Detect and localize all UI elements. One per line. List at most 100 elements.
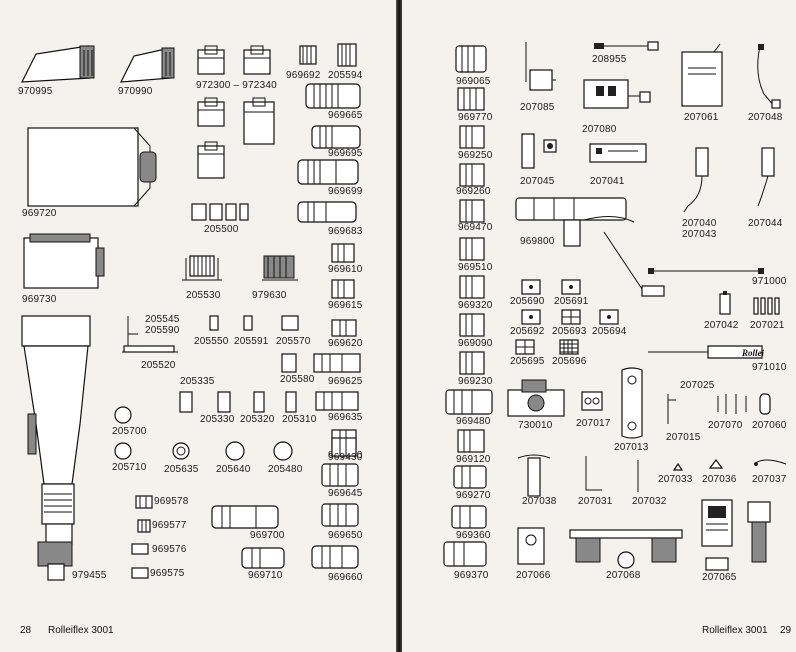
part-number: 207048 — [748, 112, 783, 123]
running-title: Rolleiflex 3001 — [702, 625, 768, 636]
part-number: 969730 — [22, 294, 57, 305]
battery-set-illustration — [752, 296, 786, 316]
part-number: 207031 — [578, 496, 613, 507]
part-number: 205310 — [282, 414, 317, 425]
part-number: 207015 — [666, 432, 701, 443]
cable-illustration — [752, 44, 782, 110]
lens-cap-illustration — [272, 440, 294, 462]
remote-illustration — [520, 132, 560, 172]
focusing-screen-illustration — [560, 308, 582, 326]
part-number: 969615 — [328, 300, 363, 311]
running-title: Rolleiflex 3001 — [48, 625, 114, 636]
extension-rings-illustration — [190, 202, 254, 222]
part-number: 969360 — [456, 530, 491, 541]
case-illustration — [196, 44, 226, 76]
part-number: 969578 — [154, 496, 189, 507]
adapter-ring-illustration — [284, 390, 298, 414]
part-number: 207013 — [614, 442, 649, 453]
part-number: 207045 — [520, 176, 555, 187]
extension-tube-illustration — [130, 542, 150, 556]
part-number: 969065 — [456, 76, 491, 87]
part-number: 969692 — [286, 70, 321, 81]
adapter-ring-illustration — [280, 314, 300, 332]
part-number: 969480 — [456, 416, 491, 427]
lens-cap-illustration — [170, 440, 192, 462]
lens-illustration — [458, 162, 486, 188]
lens-illustration — [458, 274, 486, 300]
part-number: 969610 — [328, 264, 363, 275]
part-number: 205691 — [554, 296, 589, 307]
right-page: 969065 969770 969250 969260 969470 96951… — [402, 0, 796, 652]
part-number: 205520 — [141, 360, 176, 371]
lens-illustration — [296, 200, 358, 224]
part-number: 969577 — [152, 520, 187, 531]
battery-pack-illustration — [704, 556, 730, 572]
part-number: 969700 — [250, 530, 285, 541]
strap-logo-text: Rollei — [741, 348, 764, 358]
extension-tube-illustration — [134, 494, 154, 510]
part-number: 970995 — [18, 86, 53, 97]
lens-illustration — [304, 82, 362, 110]
part-number: 969770 — [458, 112, 493, 123]
part-number: 205694 — [592, 326, 627, 337]
clip-illustration — [714, 392, 754, 416]
bellows-illustration — [180, 250, 224, 286]
part-number: 969260 — [456, 186, 491, 197]
lens-illustration — [296, 158, 360, 186]
part-number: 207080 — [582, 124, 617, 135]
part-number: 969120 — [456, 454, 491, 465]
focusing-screen-illustration — [514, 338, 536, 356]
part-number: 207037 — [752, 474, 787, 485]
lens-illustration — [458, 236, 486, 262]
lens-illustration — [458, 312, 486, 338]
focusing-screen-illustration — [598, 308, 620, 326]
part-number: 205320 — [240, 414, 275, 425]
lens-illustration — [458, 124, 486, 150]
part-number: 207061 — [684, 112, 719, 123]
part-number: 205480 — [268, 464, 303, 475]
part-number: 207017 — [576, 418, 611, 429]
case-illustration — [196, 96, 226, 128]
meter-illustration — [516, 526, 546, 566]
part-number-range: 972300 – 972340 — [196, 80, 277, 91]
lens-illustration — [458, 350, 486, 376]
lens-illustration — [442, 540, 488, 568]
part-number: 205500 — [204, 224, 239, 235]
part-number: 205590 — [145, 325, 180, 336]
rollei-strap-illustration: Rollei — [646, 344, 766, 360]
part-number: 207040 — [682, 218, 717, 229]
part-number: 205545 — [145, 314, 180, 325]
part-number: 205640 — [216, 464, 251, 475]
part-number: 205710 — [112, 462, 147, 473]
part-number: 969650 — [328, 530, 363, 541]
lens-illustration — [310, 124, 362, 150]
part-number: 205695 — [510, 356, 545, 367]
mirror-lens-illustration — [18, 314, 98, 582]
adapter-ring-illustration — [216, 390, 232, 414]
lens-illustration — [458, 198, 486, 224]
lens-illustration — [298, 44, 318, 66]
remote-cable-illustration — [752, 146, 782, 216]
winder-illustration — [742, 498, 776, 566]
lens-illustration — [330, 318, 358, 338]
rail-illustration — [120, 314, 180, 356]
part-number: 969645 — [328, 488, 363, 499]
remote-cable-illustration — [682, 146, 722, 216]
battery-illustration — [718, 290, 732, 316]
part-number: 979630 — [252, 290, 287, 301]
part-number: 205570 — [276, 336, 311, 347]
part-number: 969250 — [458, 150, 493, 161]
part-number: 205692 — [510, 326, 545, 337]
part-number: 969270 — [456, 490, 491, 501]
lens-illustration — [210, 504, 280, 530]
part-number: 969660 — [328, 572, 363, 583]
hand-grip-illustration — [514, 452, 554, 500]
focusing-screen-illustration — [520, 278, 542, 296]
part-number: 969370 — [454, 570, 489, 581]
lens-hood-illustration — [18, 42, 98, 84]
part-number: 730010 — [518, 420, 553, 431]
part-number: 207042 — [704, 320, 739, 331]
bracket-illustration — [634, 458, 644, 494]
lens-illustration — [454, 44, 488, 74]
hot-shoe-illustration — [708, 458, 724, 470]
